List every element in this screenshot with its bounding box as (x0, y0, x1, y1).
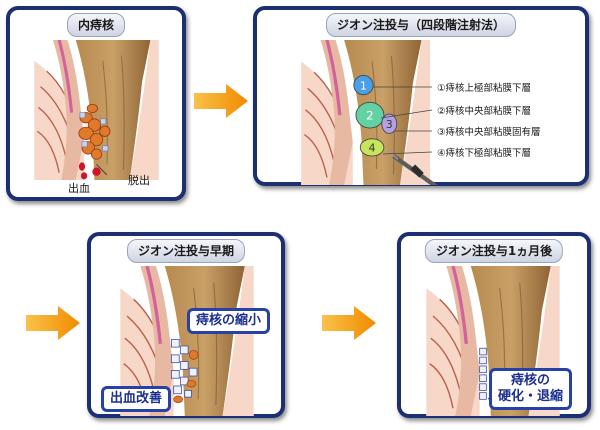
callout-bleeding-improved: 出血改善 (101, 386, 172, 412)
label-bleeding: 出血 (68, 182, 90, 195)
panel-one-month: ジオン注投与1ヵ月後 痔核の 硬化・退縮 (397, 232, 591, 418)
panel4-title: ジオン注投与1ヵ月後 (424, 239, 564, 263)
marker-3: 3 (386, 118, 393, 131)
callout-harden: 痔核の 硬化・退縮 (489, 368, 573, 410)
panel2-title: ジオン注投与（四段階注射法） (325, 13, 517, 37)
label-prolapse: 脱出 (128, 174, 150, 187)
leader-lines (373, 86, 433, 155)
callout-harden-line1: 痔核の (511, 373, 551, 388)
callout-harden-line2: 硬化・退縮 (498, 389, 564, 404)
arrow-right-3 (322, 306, 376, 340)
panel3-title: ジオン注投与早期 (126, 239, 246, 263)
panel-zion-injection: ジオン注投与（四段階注射法） 1 2 3 4 ①痔核上極部粘膜下層 ②痔核中央部… (253, 6, 589, 186)
legend-3: ③痔核中央部粘膜固有層 (437, 127, 541, 138)
arrow-right-2 (26, 306, 80, 340)
legend-2: ②痔核中央部粘膜下層 (437, 106, 532, 117)
legend-4: ④痔核下極部粘膜下層 (437, 148, 532, 159)
anatomy-injection: 1 2 3 4 (299, 40, 438, 185)
marker-2: 2 (366, 108, 374, 122)
legend-1: ①痔核上極部粘膜下層 (437, 83, 532, 94)
marker-4: 4 (369, 142, 376, 155)
callout-shrink: 痔核の縮小 (187, 308, 271, 334)
marker-1: 1 (360, 79, 367, 92)
arrow-right-1 (194, 84, 248, 118)
panel1-title: 内痔核 (66, 13, 126, 37)
panel-early-stage: ジオン注投与早期 痔核の縮小 出血改善 (87, 232, 285, 418)
panel-internal-hemorrhoid: 内痔核 出血 脱出 (6, 6, 186, 201)
anatomy-early (118, 266, 256, 416)
anatomy-hemorrhoid (34, 40, 159, 180)
